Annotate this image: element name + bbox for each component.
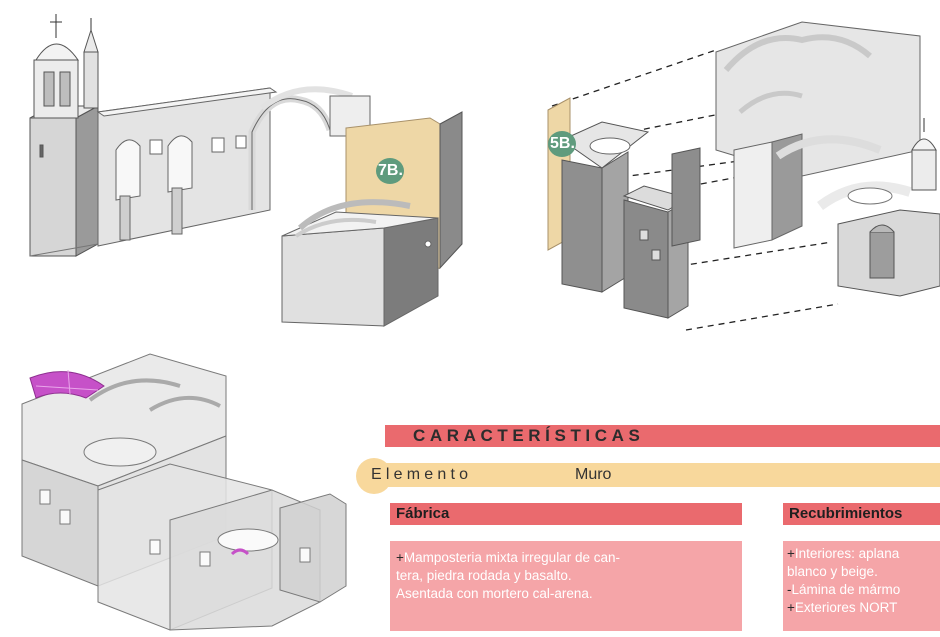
recubrimientos-line-1: +Interiores: aplana	[787, 546, 900, 561]
wall-7b-badge: 7B.	[376, 158, 404, 184]
fabrica-heading: Fábrica	[390, 503, 742, 525]
nave-wall	[96, 87, 278, 247]
transparent-plan-drawing	[21, 353, 347, 631]
recubrimientos-heading-text: Recubrimientos	[789, 505, 903, 522]
elemento-label: Elemento	[371, 466, 473, 483]
building-shell	[21, 353, 347, 631]
stone-walls	[560, 121, 701, 319]
fabrica-line-3: Asentada con mortero cal-arena.	[396, 586, 593, 601]
vaulted-nave-block	[715, 21, 921, 249]
facade-dome	[837, 118, 940, 297]
recubrimientos-line-2: blanco y beige.	[787, 564, 878, 579]
wall-5b-badge: 5B.	[548, 131, 576, 157]
wall-7b-label: 7B.	[378, 162, 403, 179]
exploded-axonometric-drawing	[547, 21, 940, 331]
recubrimientos-line-4: +Exteriores NORT	[787, 600, 898, 615]
recubrimientos-heading: Recubrimientos	[783, 503, 940, 525]
front-vault-block	[281, 199, 439, 327]
church-axonometric-drawing	[29, 14, 463, 327]
recubrimientos-line-3: -Lámina de mármo	[787, 582, 901, 597]
elemento-bar	[375, 463, 940, 487]
bell-tower	[29, 14, 99, 257]
fabrica-line-1: +Mamposteria mixta irregular de can-	[396, 550, 620, 565]
fabrica-line-2: tera, piedra rodada y basalto.	[396, 568, 572, 583]
recubrimientos-box: +Interiores: aplana blanco y beige. -Lám…	[783, 541, 940, 631]
fabrica-box: +Mamposteria mixta irregular de can- ter…	[390, 541, 742, 631]
title-bar	[385, 425, 940, 447]
elemento-circle	[356, 458, 392, 494]
fabrica-heading-text: Fábrica	[396, 505, 450, 522]
panel-title: CARACTERÍSTICAS	[413, 426, 645, 445]
elemento-value: Muro	[575, 466, 612, 483]
highlighted-vault	[29, 369, 250, 556]
wall-5b-label: 5B.	[550, 135, 575, 152]
